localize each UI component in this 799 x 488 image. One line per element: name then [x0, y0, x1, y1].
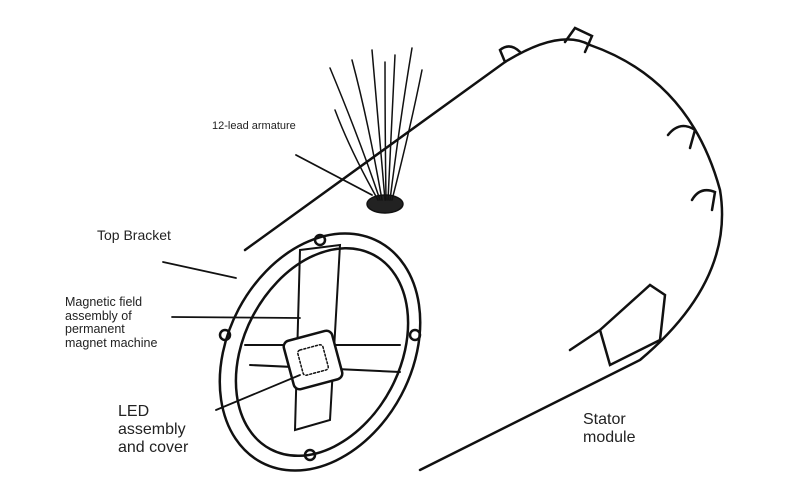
- armature-leads: [329, 47, 423, 214]
- leader-lines: [162, 154, 373, 411]
- stator-module-label: Stator module: [583, 411, 636, 446]
- led-assembly-label: LED assembly and cover: [118, 403, 189, 456]
- led-assembly: [282, 329, 344, 391]
- top-bracket: [218, 232, 422, 472]
- armature-label: 12-lead armature: [212, 120, 296, 132]
- top-bracket-label: Top Bracket: [97, 227, 171, 243]
- stator-body: [243, 26, 724, 472]
- magnetic-field-label: Magnetic field assembly of permanent mag…: [65, 295, 158, 350]
